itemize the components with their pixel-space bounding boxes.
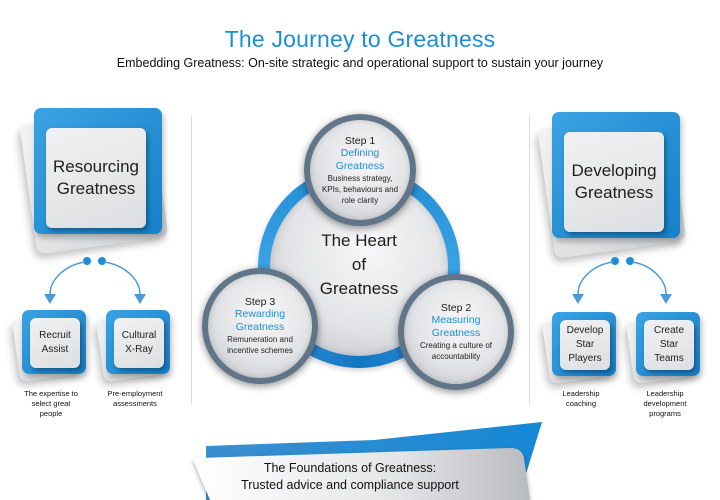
card-label-line3: Players bbox=[568, 353, 602, 364]
step-3-rewarding-greatness[interactable]: Step 3 Rewarding Greatness Remuneration … bbox=[202, 268, 318, 384]
left-divider bbox=[191, 115, 192, 405]
left-branch-arrows bbox=[44, 257, 146, 304]
card-label-line1: Develop bbox=[566, 325, 604, 336]
card-label-line2: Assist bbox=[41, 344, 69, 355]
arrow-head-left bbox=[44, 294, 56, 304]
card-label-line2: Star bbox=[659, 339, 679, 350]
step-name-line2: Greatness bbox=[235, 321, 285, 333]
card-face: Developing Greatness bbox=[564, 132, 664, 232]
branch-dot-left bbox=[83, 257, 91, 265]
step-name-line2: Greatness bbox=[335, 159, 385, 172]
card-label-line2: Greatness bbox=[56, 179, 136, 198]
page-title: The Journey to Greatness bbox=[224, 26, 496, 52]
arrow-curve-right bbox=[103, 261, 141, 295]
right-branch-arrows bbox=[572, 257, 672, 304]
step-2-measuring-greatness[interactable]: Step 2 Measuring Greatness Creating a cu… bbox=[398, 274, 514, 390]
step-desc-line1: Business strategy, bbox=[327, 173, 393, 183]
card-label-line1: Recruit bbox=[39, 330, 71, 341]
step-name-line1: Rewarding bbox=[234, 308, 286, 320]
arrow-head-left bbox=[572, 294, 584, 304]
resourcing-greatness-card[interactable]: Resourcing Greatness bbox=[19, 106, 169, 255]
card-label-line2: Greatness bbox=[574, 183, 654, 202]
step-name-line1: Measuring bbox=[431, 314, 481, 326]
develop-star-players-caption: Leadership coaching bbox=[562, 389, 600, 408]
step-number: Step 2 bbox=[440, 302, 472, 314]
step-1-defining-greatness[interactable]: Step 1 Defining Greatness Business strat… bbox=[304, 114, 416, 226]
step-number: Step 1 bbox=[344, 134, 376, 147]
cultural-xray-card[interactable]: Cultural X-Ray bbox=[95, 308, 172, 383]
step-desc-line2: accountability bbox=[431, 352, 481, 361]
step-number: Step 3 bbox=[244, 296, 276, 308]
foundation-line1: The Foundations of Greatness: bbox=[263, 461, 437, 475]
arrow-curve-left bbox=[577, 261, 614, 295]
foundation-banner-face bbox=[193, 448, 530, 500]
step-desc-line1: Creating a culture of bbox=[419, 341, 493, 350]
step-desc-line2: incentive schemes bbox=[227, 346, 293, 355]
create-star-teams-caption: Leadership development programs bbox=[643, 389, 687, 418]
step-desc-line2: KPIs, behaviours and bbox=[321, 184, 399, 194]
card-label-line1: Cultural bbox=[121, 330, 157, 341]
developing-greatness-card[interactable]: Developing Greatness bbox=[537, 110, 687, 259]
branch-dot-left bbox=[611, 257, 619, 265]
branch-dot-right bbox=[98, 257, 106, 265]
card-face: Recruit Assist bbox=[30, 318, 80, 368]
step-desc-line3: role clarity bbox=[341, 195, 379, 205]
step-name-line1: Defining bbox=[340, 146, 380, 159]
arrow-curve-right bbox=[631, 261, 667, 295]
foundation-banner bbox=[193, 422, 542, 500]
step-name-line2: Greatness bbox=[431, 327, 481, 339]
create-star-teams-card[interactable]: Create Star Teams bbox=[625, 310, 702, 385]
card-label-line2: X-Ray bbox=[125, 344, 153, 355]
recruit-assist-card[interactable]: Recruit Assist bbox=[11, 308, 88, 383]
card-face: Develop Star Players bbox=[560, 320, 610, 370]
step-desc-line1: Remuneration and bbox=[227, 335, 293, 344]
card-face: Resourcing Greatness bbox=[46, 128, 146, 228]
card-label-line1: Developing bbox=[571, 161, 657, 180]
arrow-curve-left bbox=[49, 261, 86, 295]
heart-label: The Heart of Greatness bbox=[319, 231, 399, 298]
card-label-line1: Create bbox=[653, 325, 684, 336]
recruit-assist-caption: The expertise to select great people bbox=[24, 389, 78, 418]
arrow-head-right bbox=[134, 294, 146, 304]
right-divider bbox=[529, 115, 530, 405]
card-face: Cultural X-Ray bbox=[114, 318, 164, 368]
foundation-label: The Foundations of Greatness: Trusted ad… bbox=[200, 460, 500, 494]
card-label-line1: Resourcing bbox=[53, 157, 139, 176]
foundation-line2: Trusted advice and compliance support bbox=[241, 478, 459, 492]
cultural-xray-caption: Pre-employment assessments bbox=[107, 389, 163, 408]
card-face: Create Star Teams bbox=[644, 320, 694, 370]
arrow-head-right bbox=[660, 294, 672, 304]
develop-star-players-card[interactable]: Develop Star Players bbox=[541, 310, 618, 385]
card-label-line3: Teams bbox=[654, 353, 684, 364]
page-subtitle: Embedding Greatness: On-site strategic a… bbox=[116, 56, 604, 70]
branch-dot-right bbox=[626, 257, 634, 265]
card-label-line2: Star bbox=[575, 339, 595, 350]
